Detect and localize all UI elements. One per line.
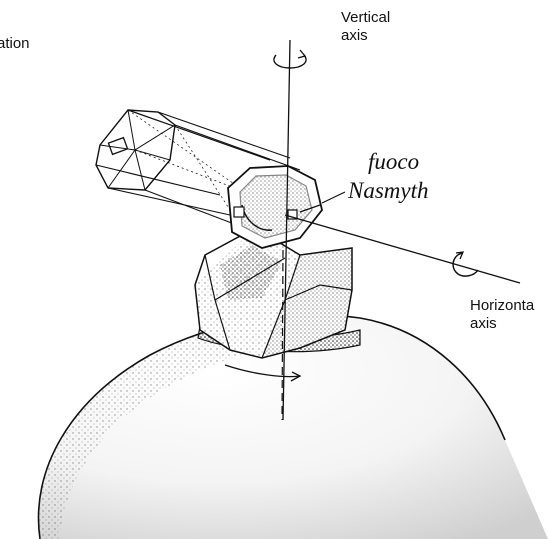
horizontal-axis-label-line1: Horizonta: [470, 298, 534, 314]
vertical-axis-label-line2: axis: [341, 28, 368, 44]
horizontal-axis-label-line2: axis: [470, 316, 497, 332]
fuoco-label: fuoco: [368, 150, 419, 173]
mirror-cell: [228, 166, 322, 248]
vertical-axis-label-line1: Vertical: [341, 10, 390, 26]
cut-off-label: ation: [0, 36, 30, 52]
nasmyth-label: Nasmyth: [348, 179, 429, 202]
nasmyth-pointer: [322, 192, 345, 203]
